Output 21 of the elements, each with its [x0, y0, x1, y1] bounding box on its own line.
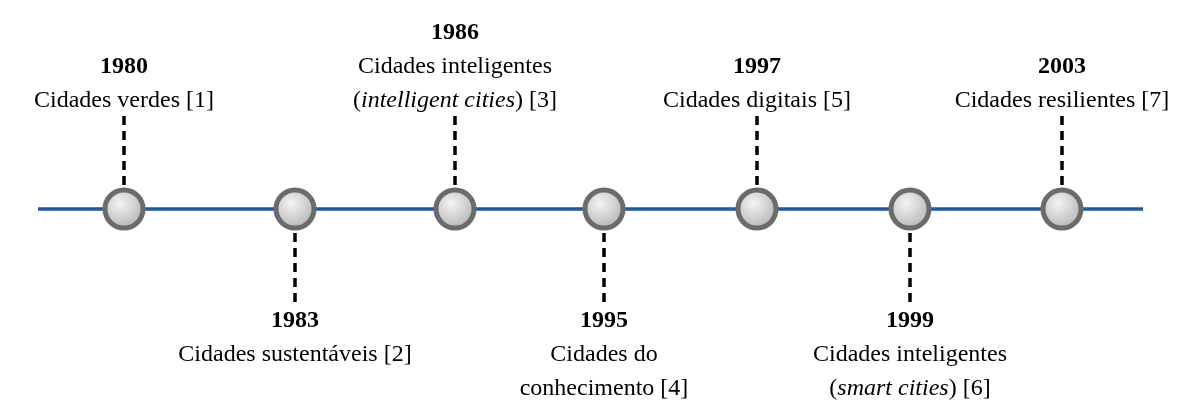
year-label: 2003: [1037, 51, 1087, 80]
event-label: Cidades sustentáveis [2]: [177, 339, 413, 368]
event-label: Cidades inteligentes (smart cities) [6]: [812, 339, 1008, 401]
leader-line: [602, 231, 606, 302]
year-label: 1995: [579, 305, 629, 334]
event-label: Cidades digitais [5]: [662, 85, 852, 114]
leader-line: [755, 116, 759, 187]
event-label: Cidades inteligentes (intelligent cities) [3]: [352, 51, 558, 114]
leader-line: [293, 231, 297, 302]
year-label: 1986: [430, 17, 480, 46]
event-label: Cidades resilientes [7]: [953, 85, 1171, 114]
leader-line: [453, 116, 457, 187]
leader-line: [1060, 116, 1064, 187]
year-label: 1999: [885, 305, 935, 334]
year-label: 1980: [99, 51, 149, 80]
leader-line: [908, 231, 912, 302]
event-label: Cidades do conhecimento [4]: [518, 339, 690, 401]
leader-line: [122, 116, 126, 187]
year-label: 1997: [732, 51, 782, 80]
event-label: Cidades verdes [1]: [33, 85, 215, 114]
year-label: 1983: [270, 305, 320, 334]
